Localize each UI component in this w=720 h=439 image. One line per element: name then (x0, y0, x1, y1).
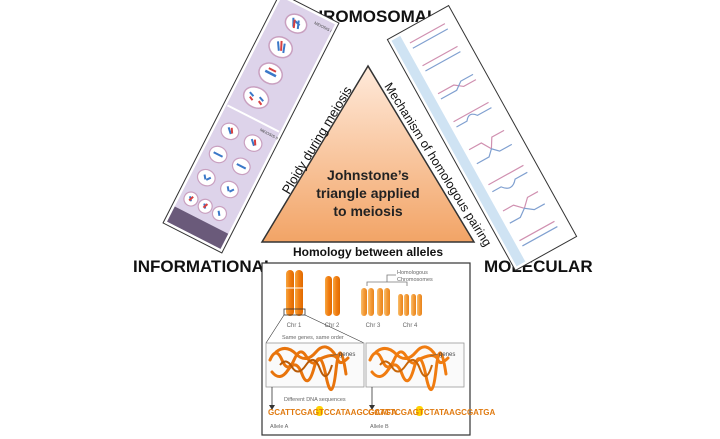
homologous-label-line1: Homologous (397, 270, 428, 276)
chromosome-chr1 (286, 270, 303, 316)
genes-label-b: genes (439, 352, 455, 358)
allele-b-name: Allele B (370, 424, 389, 430)
chr-label-4: Chr 4 (403, 323, 418, 329)
meiosis-cell (196, 168, 239, 199)
triangle-title-line1: Johnstone’s (327, 167, 409, 183)
chr-label-2: Chr 2 (325, 323, 340, 329)
corner-label-informational: INFORMATIONAL (133, 257, 274, 276)
pairing-diagram-lines (409, 23, 558, 247)
allele-a-sequence: GCATTCGAGTCCATAAGCGATGA (268, 408, 397, 417)
chromosome-chr4 (398, 294, 422, 316)
snp-highlight-a (316, 406, 323, 416)
meiosis-cell (220, 122, 263, 152)
bottom-homology-panel: Homologous Chromosomes Chr 1 Chr 2 Chr 3… (261, 262, 495, 436)
right-pairing-panel (386, 4, 578, 272)
left-meiosis-panel: MEIOSIS I MEIOSIS II (162, 0, 340, 254)
meiosis-cell (268, 36, 294, 59)
corner-label-molecular: MOLECULAR (484, 257, 593, 276)
triangle-title-line2: triangle applied (316, 185, 419, 201)
allele-b-sequence: GCATTCGAGTCTATAAGCGATGA (368, 408, 495, 417)
allele-a-name: Allele A (270, 424, 289, 430)
chr-label-3: Chr 3 (366, 323, 381, 329)
homologous-label-line2: Chromosomes (397, 277, 433, 283)
central-triangle (260, 64, 476, 243)
meiosis-cell (183, 191, 228, 222)
different-sequences-label: Different DNA sequences (284, 397, 346, 403)
genes-label-a: genes (339, 352, 355, 358)
triangle-title-line3: to meiosis (333, 203, 402, 219)
chromosome-chr3 (361, 288, 390, 316)
homologous-bracket (366, 274, 408, 286)
chr1-zoom-box (283, 308, 306, 316)
dna-detail-box-b (365, 342, 465, 388)
chr-label-1: Chr 1 (287, 323, 302, 329)
snp-highlight-b (416, 406, 423, 416)
chromosome-chr2 (325, 276, 340, 316)
meiosis-caption-box (167, 206, 229, 249)
same-genes-label: Same genes, same order (282, 335, 344, 341)
side-label-homology: Homology between alleles (293, 245, 443, 259)
zoom-connector (265, 314, 365, 344)
meiosis-cell (284, 13, 308, 34)
meiosis-cell (258, 62, 283, 85)
meiosis-cell (242, 86, 270, 109)
pairing-panel-stripe (391, 35, 526, 267)
meiosis-cell (208, 145, 251, 176)
